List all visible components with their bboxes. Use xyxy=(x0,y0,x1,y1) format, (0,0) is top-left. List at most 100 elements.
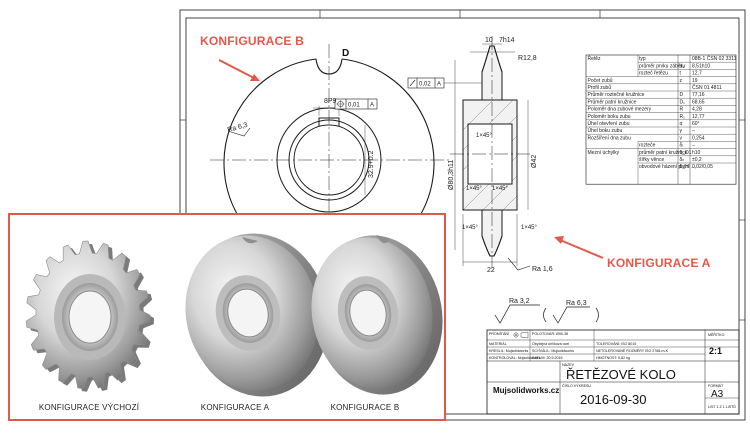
spec-row-value: 77,16 xyxy=(692,92,705,98)
drawing-no-label: ČÍSLO VÝKRESU xyxy=(562,383,591,388)
format-label: FORMÁT xyxy=(708,384,724,388)
dim-outer-diameter: Ø80,3h11 xyxy=(448,160,455,190)
config-label-b: KONFIGURACE B xyxy=(330,403,400,412)
section-view xyxy=(450,36,531,271)
section-tol-datum: A xyxy=(437,82,441,88)
dim-key-width: 8P9 xyxy=(324,98,337,105)
configuration-panel: KONFIGURACE VÝCHOZÍ KONFIGURACE A KONFIG… xyxy=(8,213,446,421)
roughness-other: Ra 6,3 xyxy=(566,300,587,307)
spec-row-sub: šířky věnce xyxy=(639,157,665,163)
scale-value: 2:1 xyxy=(709,346,722,356)
chamfer-1: 1×45° xyxy=(476,133,493,139)
spec-row-label: Rozšíření dna zubu xyxy=(588,135,632,141)
spec-row-value: h10 xyxy=(692,150,701,156)
spec-row-symbol: δₜ xyxy=(680,143,685,149)
spec-row-value: ČSN 01 4811 xyxy=(692,84,722,91)
company-name: Mujsolidworks.cz xyxy=(493,386,559,395)
spec-row-label: Poloměr boku zubu xyxy=(588,114,631,120)
spec-row-label: Průměr patní kružnice xyxy=(588,98,637,105)
callout-arrows xyxy=(218,59,604,259)
spec-row-sub: obvodové házení patní … xyxy=(639,164,696,170)
spec-row-symbol: z xyxy=(680,78,683,84)
callout-config-b: KONFIGURACE B xyxy=(200,34,304,48)
checked-label: KONTROLOVAL: Mujsolidworks xyxy=(489,356,540,360)
dim-7h14: 7h14 xyxy=(499,37,515,44)
spec-row-symbol: D xyxy=(680,92,684,98)
spec-row-value: ±0,2 xyxy=(692,157,702,163)
spec-row-value: 0,254 xyxy=(692,135,705,141)
configuration-renders xyxy=(25,233,443,397)
chamfer-4: 1×45° xyxy=(462,225,479,231)
config-label-default: KONFIGURACE VÝCHOZÍ xyxy=(38,403,140,412)
sprocket-config-a-render xyxy=(185,233,329,397)
spec-row-value: 12,77 xyxy=(692,114,705,120)
spec-row-symbol: R₁ xyxy=(680,114,686,120)
dim-22: 22 xyxy=(487,267,495,274)
spec-row-value: 08B-1 ČSN 02 3311 xyxy=(692,55,737,62)
spec-row-symbol: δ_D1 xyxy=(680,150,692,156)
spec-row-symbol: t xyxy=(680,71,682,77)
spec-row-value: 0,02/0,05 xyxy=(692,164,713,170)
spec-row-symbol: α xyxy=(680,121,683,127)
spec-row-value: – xyxy=(692,143,695,149)
dim-bore: 32.9+0.2 xyxy=(368,150,375,178)
dim-10: 10 xyxy=(485,37,493,44)
spec-row-symbol: R xyxy=(680,107,684,113)
projection-label: PROMÍTÁNÍ xyxy=(489,332,509,336)
spec-row-value: 12,7 xyxy=(692,71,702,77)
section-tol-value: 0,02 xyxy=(419,82,431,88)
spec-row-symbol: δ_H xyxy=(680,164,690,170)
front-tol-datum: A xyxy=(370,103,374,109)
spec-row-label: Řetěz xyxy=(588,54,602,62)
part-name: ŘETĚZOVÉ KOLO xyxy=(566,367,676,382)
drawing-number: 2016-09-30 xyxy=(580,392,647,407)
spec-row-value: 68,65 xyxy=(692,99,705,105)
spec-row-sub: průměr patní kružnice xyxy=(639,149,688,156)
spec-row-sub: typ xyxy=(639,56,646,62)
spec-row-symbol: v xyxy=(680,135,683,141)
spec-row-value: 60° xyxy=(692,121,700,127)
spec-row-label: Počet zubů xyxy=(588,77,613,84)
front-tolerance-frame: 0,01 A xyxy=(334,98,378,110)
sprocket-config-b-render xyxy=(311,235,443,395)
spec-row-sub: rozteč řetězu xyxy=(639,71,668,77)
spec-row-label: Profil zubů xyxy=(588,84,612,91)
sheet-label: LIST 1 Z 1 LISTŮ xyxy=(708,404,736,409)
front-roughness: Ra 6,3 xyxy=(227,122,249,134)
chamfer-5: 1×45° xyxy=(521,225,538,231)
spec-row-sub: rozteče xyxy=(639,143,656,149)
approved-label: SCHVÁLIL: Mujsolidworks xyxy=(532,349,574,353)
date-label: DATUM: 30.9.2016 xyxy=(532,356,563,360)
section-roughness: Ra 1,6 xyxy=(532,266,553,273)
sprocket-default-render xyxy=(25,240,155,392)
material-value: Obyčejná uhlíková ocel xyxy=(532,342,569,346)
spec-row-label: Poloměr dna zubové mezery xyxy=(588,107,652,113)
callout-config-a: KONFIGURACE A xyxy=(607,256,711,270)
spec-row-value: 8,51h10 xyxy=(692,63,710,69)
spec-row-value: 19 xyxy=(692,78,698,84)
spec-row-label: Úhel boku zubu xyxy=(588,127,623,134)
section-tolerance-frame: 0,02 A xyxy=(407,77,482,89)
spec-row-symbol: D₁ xyxy=(680,99,686,105)
spec-row-value: – xyxy=(692,128,695,134)
tolerance-note: NETOLEROVANÉ ROZMĚRY ISO 2768-m-K xyxy=(596,348,669,353)
spec-row-label: Průměr roztečné kružnice xyxy=(588,91,645,98)
material-note: POLOTOVAR: Ø90-38 xyxy=(532,332,568,336)
name-label: NÁZEV xyxy=(562,363,575,367)
config-label-a: KONFIGURACE A xyxy=(200,403,270,412)
title-block xyxy=(486,304,740,415)
spec-row-value: 4,28 xyxy=(692,107,702,113)
format-value: A3 xyxy=(711,389,724,400)
spec-row-label: Úhel otevření zubu xyxy=(588,120,630,127)
roughness-main: Ra 3,2 xyxy=(509,298,530,305)
weight-label: HMOTNOST: 0,82 kg xyxy=(596,356,630,360)
spec-row-symbol: γ xyxy=(680,128,683,134)
chamfer-3: 1×45° xyxy=(492,186,509,192)
tolerance-label: TOLEROVÁNÍ: ISO 8015 xyxy=(596,342,636,346)
sprocket-default-hub xyxy=(68,290,112,344)
material-label: MATERIÁL xyxy=(489,342,507,346)
front-tol-value: 0,01 xyxy=(348,103,360,109)
spec-row-label: Mezní úchylky xyxy=(588,150,620,156)
scale-label: MĚŘÍTKO xyxy=(708,332,725,337)
